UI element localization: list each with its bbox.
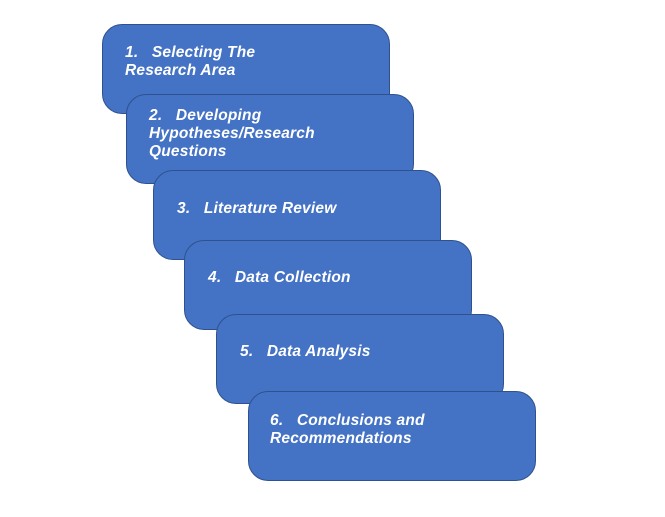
step-2-label: 2. Developing Hypotheses/Research Questi… — [149, 107, 315, 160]
step-6-conclusions-recommendations: 6. Conclusions and Recommendations — [248, 391, 536, 481]
step-5-label: 5. Data Analysis — [240, 343, 371, 360]
step-1-label: 1. Selecting The Research Area — [125, 44, 256, 79]
step-5-data-analysis: 5. Data Analysis — [216, 314, 504, 404]
step-4-label: 4. Data Collection — [208, 269, 351, 286]
step-6-label: 6. Conclusions and Recommendations — [270, 412, 425, 447]
step-3-label: 3. Literature Review — [177, 200, 337, 217]
step-2-developing-hypotheses: 2. Developing Hypotheses/Research Questi… — [126, 94, 414, 184]
